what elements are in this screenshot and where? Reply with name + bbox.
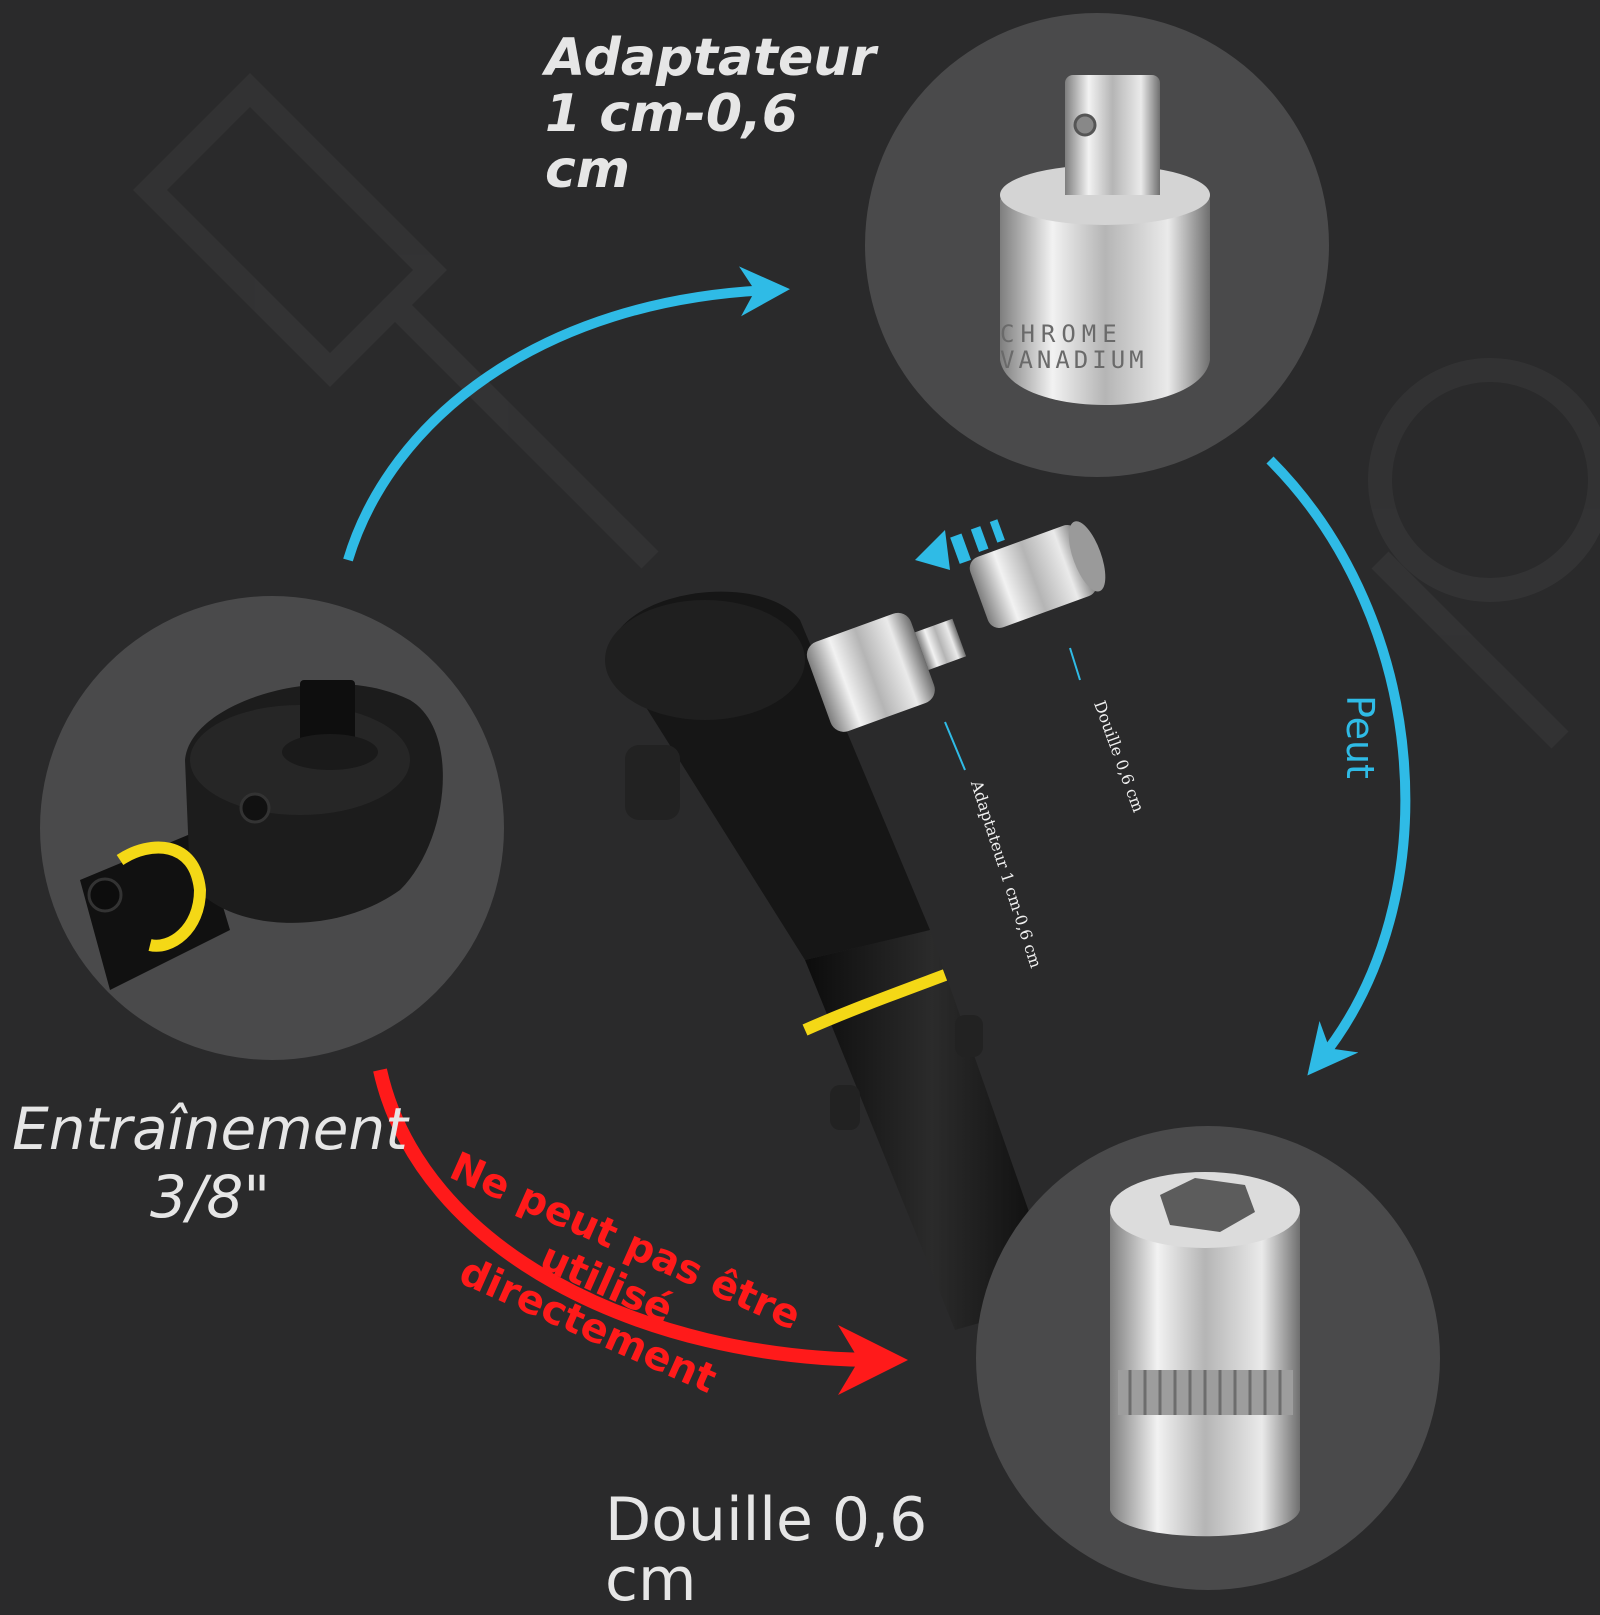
socket-circle [976,1126,1440,1590]
insert-direction-icon [915,519,1005,570]
ratchet-head-icon [80,680,443,990]
ratchet-handle [805,930,1060,1330]
pointer-line-adapter [944,721,966,771]
adapter-circle: CHROME VANADIUM [865,13,1329,477]
handle-button-2 [955,1015,983,1057]
ratchet-head-face [605,600,805,720]
arrow-drive-to-adapter [343,266,790,562]
arrow-adapter-to-socket [1266,456,1411,1076]
socket-icon [1110,1172,1300,1537]
can-label: Peut [1337,695,1382,779]
adapter-engraving-1: CHROME [1000,320,1123,348]
reverse-lever [625,745,680,820]
adapter-icon: CHROME VANADIUM [1000,75,1210,405]
pointer-line-socket [1069,647,1081,681]
center-ratchet-assembly [605,519,1106,1330]
arrow-drive-to-socket-blocked [373,1068,908,1395]
loose-socket [969,521,1106,629]
mounted-adapter [806,612,967,732]
handle-button [830,1085,860,1130]
drive-circle [40,596,504,1060]
yellow-ring [802,969,948,1036]
background-watermark [133,73,1600,749]
adapter-engraving-2: VANADIUM [1000,346,1148,374]
socket-label: Douille 0,6 cm [605,1485,928,1615]
